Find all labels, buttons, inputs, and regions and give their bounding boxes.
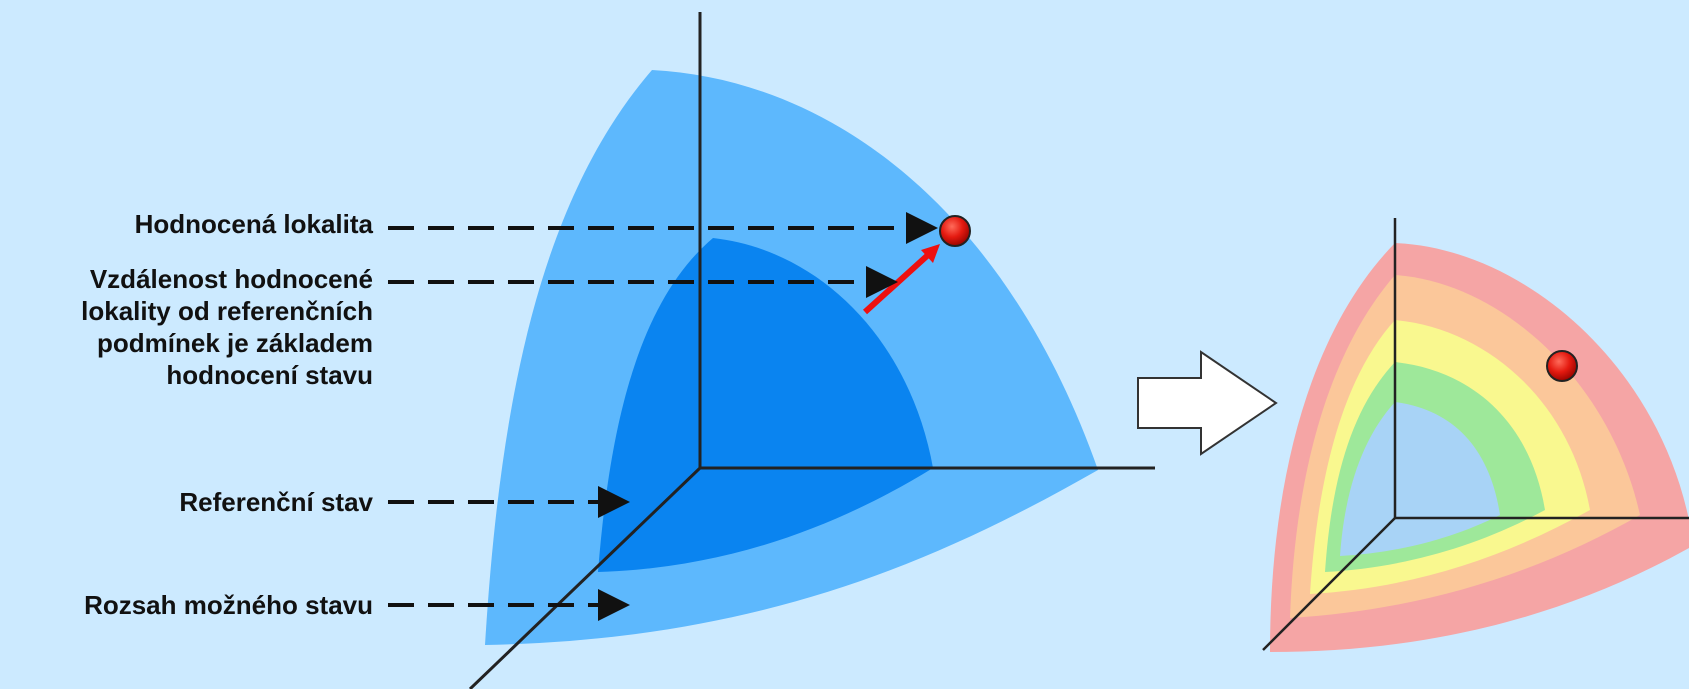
assessed-site-point — [939, 215, 971, 247]
label-possible-range: Rozsah možného stavu — [84, 590, 373, 620]
label-distance-line3: podmínek je základem — [97, 328, 373, 358]
distance-arrow-head — [921, 244, 940, 263]
label-distance: Vzdálenost hodnocené lokality od referen… — [81, 263, 373, 391]
label-reference-state: Referenční stav — [179, 487, 373, 517]
reference-state-region — [598, 238, 933, 572]
label-assessed-site: Hodnocená lokalita — [134, 209, 373, 239]
axis-diagonal — [468, 466, 702, 689]
leader-lines — [388, 212, 938, 621]
right-octant-diagram — [1262, 218, 1689, 652]
right-axis-diagonal — [1262, 517, 1396, 651]
label-distance-line4: hodnocení stavu — [166, 360, 373, 390]
label-distance-line2: lokality od referenčních — [81, 296, 373, 326]
transition-arrow — [1137, 350, 1278, 456]
left-octant-diagram — [468, 12, 1155, 689]
right-site-point — [1546, 350, 1578, 382]
label-distance-line1: Vzdálenost hodnocené — [89, 264, 373, 294]
